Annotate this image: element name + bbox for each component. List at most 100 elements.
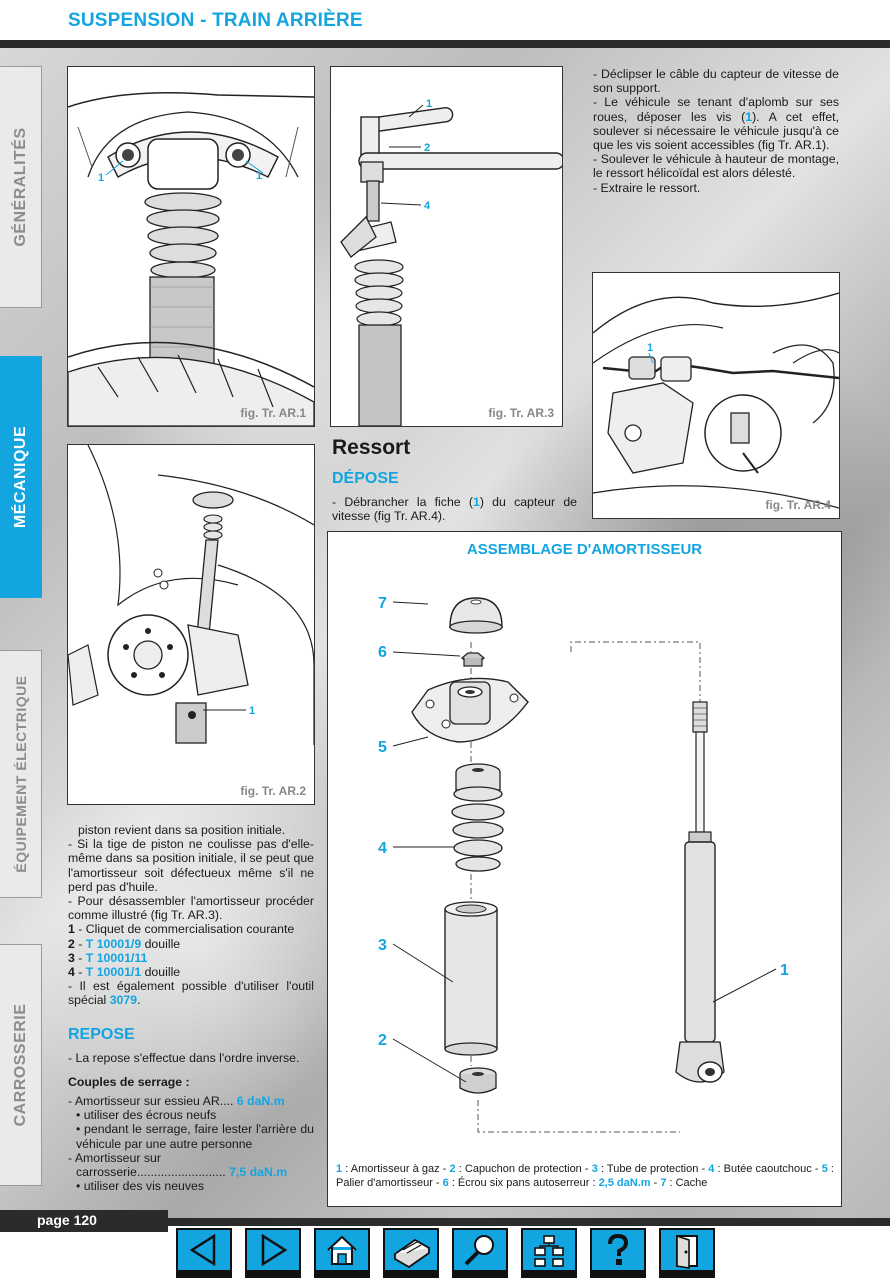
top-rule <box>0 40 890 48</box>
print-button[interactable] <box>383 1228 439 1278</box>
step-deposer-vis: - Le véhicule se tenant d'aplomb sur ses… <box>593 95 839 152</box>
assembly-label-1: 1 <box>780 962 789 979</box>
index-button[interactable] <box>521 1228 577 1278</box>
tab-carrosserie[interactable]: CARROSSERIE <box>0 944 42 1186</box>
strut-top-mount-drawing: 1 1 <box>68 91 314 426</box>
help-button[interactable] <box>590 1228 646 1278</box>
fig3-callout-1: 1 <box>426 98 432 110</box>
legend-num-4: 4 <box>708 1163 715 1175</box>
text-outil-special-a: - Il est également possible d'utiliser l… <box>68 979 314 1008</box>
fig3-caption: fig. Tr. AR.3 <box>488 406 554 420</box>
search-icon <box>464 1235 494 1266</box>
depose-ressort-a: - Débrancher la fiche ( <box>332 495 473 509</box>
fig3-callout-2: 2 <box>424 142 430 154</box>
fig3-callout-4: 4 <box>424 200 431 212</box>
couples-serrage-title: Couples de serrage : <box>68 1075 190 1089</box>
text-piston-revient: piston revient dans sa position initiale… <box>78 823 286 837</box>
tool-assembly-drawing: 1 2 4 <box>340 98 562 426</box>
text-outil-special-code: 3079 <box>109 993 138 1008</box>
section-title-ressort: Ressort <box>332 436 411 459</box>
exit-button[interactable] <box>659 1228 715 1278</box>
tab-generalites-label: GÉNÉRALITÉS <box>11 127 29 247</box>
page-number: page 120 <box>37 1212 97 1228</box>
legend-text-7: : Cache <box>666 1177 708 1189</box>
legend-num-3: 3 <box>591 1163 598 1175</box>
shock-text-column: piston revient dans sa position initiale… <box>68 823 314 1008</box>
depose-steps-text: - Déclipser le câble du capteur de vites… <box>593 67 839 195</box>
step-soulever: - Soulever le véhicule à hauteur de mont… <box>593 152 839 181</box>
assembly-label-6: 6 <box>378 644 387 661</box>
depose-ressort-text: - Débrancher la fiche (1) du capteur de … <box>332 495 577 523</box>
page-number-box <box>0 1210 168 1232</box>
couple-essieu-note-2: • pendant le serrage, faire lester l'arr… <box>76 1122 314 1151</box>
tab-mecanique[interactable]: MÉCANIQUE <box>0 356 42 598</box>
subsection-title-repose: REPOSE <box>68 1026 135 1043</box>
tool-2-code: T 10001/9 <box>85 936 142 951</box>
tab-generalites[interactable]: GÉNÉRALITÉS <box>0 66 42 308</box>
couple-carrosserie-value: 7,5 daN.m <box>229 1165 288 1180</box>
tool-2-num: 2 <box>68 936 75 951</box>
arrow-right-icon <box>261 1233 288 1267</box>
tab-carrosserie-label: CARROSSERIE <box>11 1003 29 1127</box>
home-button[interactable] <box>314 1228 370 1278</box>
fig1-callout-1: 1 <box>98 172 104 184</box>
tool-1-num: 1 <box>68 922 75 937</box>
page-title: SUSPENSION - TRAIN ARRIÈRE <box>68 10 363 31</box>
assembly-label-4: 4 <box>378 840 387 857</box>
text-outil-special-end: . <box>137 993 141 1008</box>
assembly-label-2: 2 <box>378 1032 387 1049</box>
figure-tr-ar-1: 1 1 fig. Tr. AR.1 <box>67 66 315 427</box>
search-button[interactable] <box>452 1228 508 1278</box>
figure-tr-ar-2: 1 fig. Tr. AR.2 <box>67 444 315 805</box>
legend-text-1: : Amortisseur à gaz - <box>342 1163 450 1175</box>
shock-exploded-view-drawing: 7 6 5 4 3 2 1 <box>378 595 789 1133</box>
sitemap-icon <box>534 1235 564 1267</box>
legend-num-1: 1 <box>336 1163 343 1175</box>
tab-equipement-electrique[interactable]: ÉQUIPEMENT ÉLECTRIQUE <box>0 650 42 898</box>
home-icon <box>327 1235 357 1265</box>
next-page-button[interactable] <box>245 1228 301 1278</box>
repose-text: - La repose s'effectue dans l'ordre inve… <box>68 1051 300 1065</box>
tool-4-text: douille <box>141 965 181 980</box>
legend-text-5: : Palier d'amortisseur - <box>336 1163 834 1189</box>
legend-num-5: 5 <box>821 1163 828 1175</box>
speed-sensor-connector-drawing: 1 <box>593 292 839 509</box>
assembly-legend: 1 : Amortisseur à gaz - 2 : Capuchon de … <box>336 1162 834 1190</box>
tab-mecanique-label: MÉCANIQUE <box>11 425 29 529</box>
assembly-diagram-box: ASSEMBLAGE D'AMORTISSEUR <box>327 531 842 1207</box>
text-desassembler: - Pour désassembler l'amortisseur procéd… <box>68 894 314 923</box>
couple-essieu-note-1: • utiliser des écrous neufs <box>76 1108 217 1123</box>
legend-torque-value: 2,5 daN.m <box>598 1177 651 1189</box>
couple-essieu-value: 6 daN.m <box>236 1094 285 1108</box>
tool-3: 3 - T 10001/11 <box>68 950 148 965</box>
tool-4-code: T 10001/1 <box>85 965 142 980</box>
fig2-caption: fig. Tr. AR.2 <box>240 784 306 798</box>
tool-3-num: 3 <box>68 950 75 965</box>
legend-text-4: : Butée caoutchouc - <box>714 1163 822 1175</box>
fig4-caption: fig. Tr. AR.4 <box>765 498 831 512</box>
tool-1: 1 - Cliquet de commercialisation courant… <box>68 922 314 936</box>
assembly-label-7: 7 <box>378 595 387 612</box>
fig1-caption: fig. Tr. AR.1 <box>240 406 306 420</box>
tool-4-num: 4 <box>68 965 75 980</box>
legend-text-6: : Écrou six pans autoserreur : <box>448 1177 599 1189</box>
couple-carrosserie-note: • utiliser des vis neuves <box>76 1179 205 1194</box>
previous-page-button[interactable] <box>176 1228 232 1278</box>
assembly-title: ASSEMBLAGE D'AMORTISSEUR <box>466 541 703 558</box>
exit-door-icon <box>676 1234 698 1269</box>
subsection-title-depose: DÉPOSE <box>332 470 399 487</box>
depose-ressort-b: ) du capteur de vitesse (fig Tr. AR.4). <box>332 495 578 524</box>
arrow-left-icon <box>189 1233 216 1267</box>
fig1-callout-1b: 1 <box>256 170 262 182</box>
step-deposer-vis-num: 1 <box>745 109 753 124</box>
tool-1-text: - Cliquet de commercialisation courante <box>74 922 295 937</box>
step-extraire: - Extraire le ressort. <box>593 180 701 195</box>
tool-2: 2 - T 10001/9 douille <box>68 936 181 951</box>
question-mark-icon <box>608 1233 629 1265</box>
legend-num-7: 7 <box>660 1177 667 1189</box>
step-declipser: - Déclipser le câble du capteur de vites… <box>593 67 839 96</box>
tool-3-code: T 10001/11 <box>85 950 148 965</box>
assembly-label-5: 5 <box>378 739 387 756</box>
tab-equipement-label: ÉQUIPEMENT ÉLECTRIQUE <box>12 675 29 873</box>
step-deposer-vis-a: - Le véhicule se tenant d'aplomb sur ses… <box>593 95 839 124</box>
